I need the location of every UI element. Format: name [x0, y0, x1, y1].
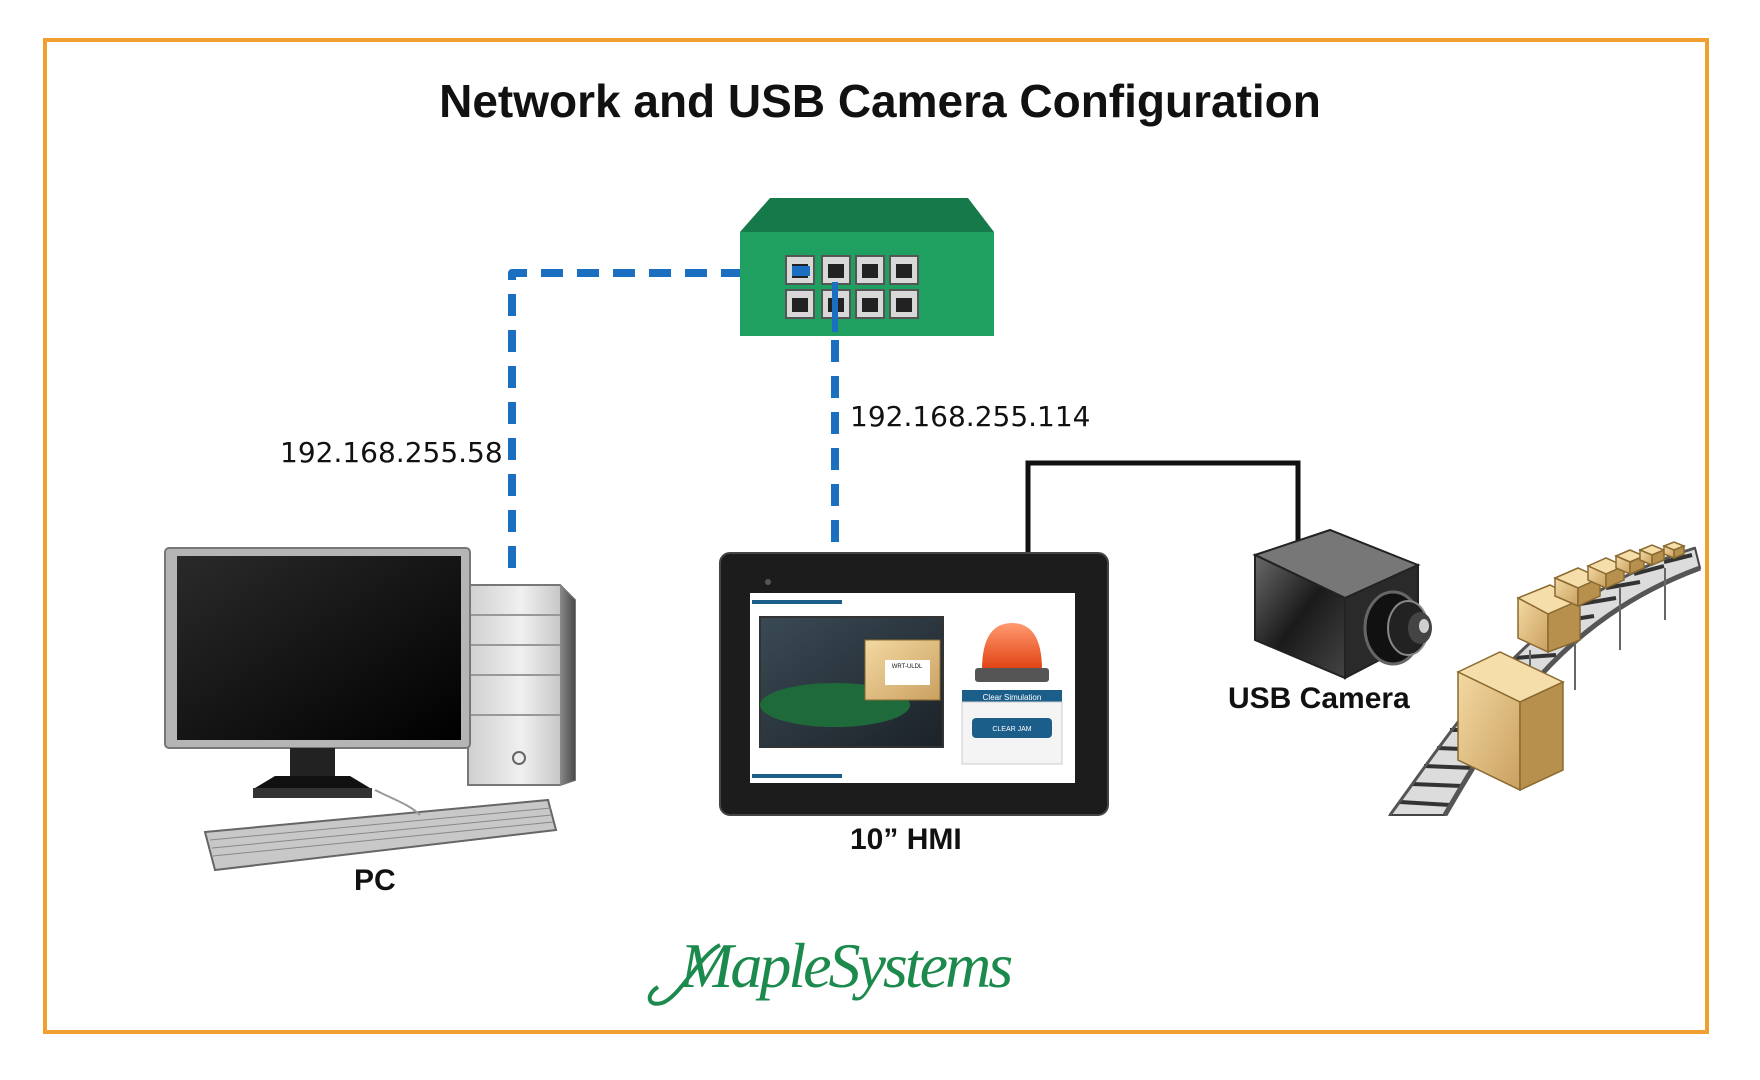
hmi-box-label: WRT-ULDL — [892, 664, 923, 670]
hmi-device — [719, 552, 1109, 816]
usb-camera — [1252, 528, 1432, 680]
ip-address-pc: 192.168.255.58 — [280, 436, 503, 469]
pc-tower — [467, 584, 576, 786]
logo-swash — [647, 943, 722, 1006]
logo-wordmark: MapleSystems — [679, 930, 1011, 1001]
label-hmi: 10” HMI — [850, 823, 962, 856]
label-pc: PC — [354, 864, 396, 897]
hmi-button-header: Clear Simulation — [983, 693, 1042, 702]
pc-keyboard — [203, 789, 558, 872]
pc-monitor — [164, 547, 471, 798]
ip-address-hmi: 192.168.255.114 — [850, 400, 1091, 433]
maple-systems-logo: MapleSystems — [647, 930, 1014, 1006]
hmi-clear-jam-button: CLEAR JAM — [992, 726, 1031, 733]
cardboard-boxes — [1456, 541, 1687, 792]
usb-cable — [1025, 460, 1301, 555]
page-title: Network and USB Camera Configuration — [439, 75, 1321, 127]
label-usb-camera: USB Camera — [1228, 682, 1410, 715]
network-switch — [740, 198, 994, 336]
diagram-frame — [43, 38, 1709, 1034]
